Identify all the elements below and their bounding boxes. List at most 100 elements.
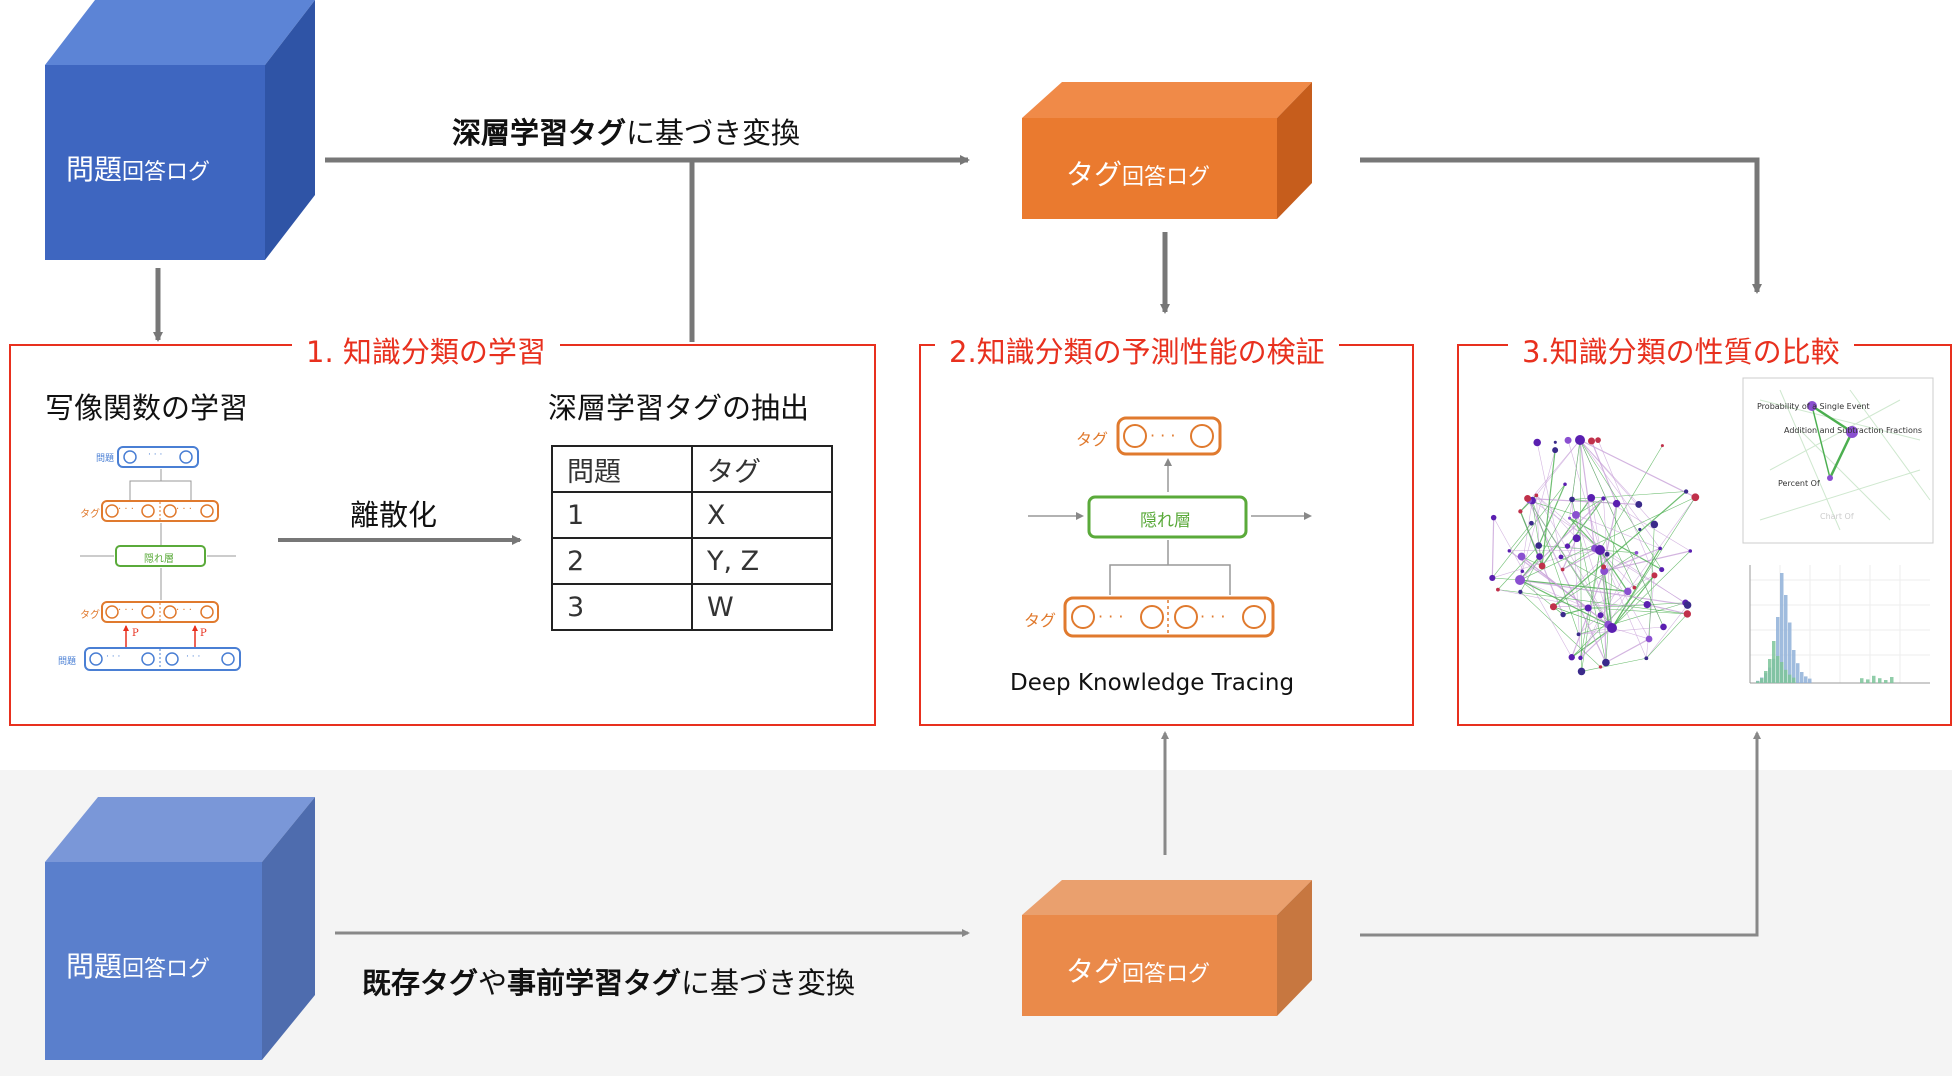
graph-edge (1536, 495, 1601, 551)
graph-node (1584, 604, 1592, 612)
graph-node (1518, 509, 1523, 514)
graph-node (1577, 667, 1586, 676)
graph-edge (1519, 496, 1696, 581)
table-row: 1 X (551, 491, 833, 539)
graph-edge (1536, 439, 1581, 496)
table-cell: 3 (551, 583, 693, 631)
table-header-tag: タグ (691, 445, 833, 493)
graph-edge (1575, 514, 1661, 549)
graph-edge (1553, 554, 1608, 607)
graph-edge (1580, 549, 1601, 658)
extraction-subtitle: 深層学習タグの抽出 (548, 391, 810, 425)
graph-node (1558, 554, 1564, 560)
graph-edge (1590, 497, 1635, 588)
section1-title: 1. 知識分類の学習 (292, 329, 560, 371)
graph-node (1634, 550, 1639, 555)
graph-edge (1571, 575, 1655, 658)
graph-node (1601, 496, 1606, 501)
bottom-tag-cube (1022, 880, 1312, 1016)
graph-edge (1553, 606, 1613, 629)
section2-frame (919, 344, 1414, 726)
graph-edge (1579, 439, 1640, 505)
graph-edge (1579, 439, 1662, 570)
graph-edge (1580, 615, 1601, 659)
mini-bottom-problem-label: 問題 (58, 657, 77, 667)
graph-node (1560, 567, 1565, 572)
graph-edge (1571, 439, 1581, 500)
graph-node (1575, 435, 1585, 445)
graph-node (1660, 444, 1664, 448)
graph-node (1576, 632, 1581, 637)
graph-edge (1567, 440, 1601, 551)
graph-edge (1646, 604, 1688, 659)
graph-node (1552, 447, 1559, 454)
graph-edge (1519, 498, 1604, 581)
histogram-bar (1780, 573, 1784, 683)
mini-p-label-right: P (200, 628, 207, 639)
bottom-tag-to-section3-arrow (1360, 731, 1761, 937)
table-header-row: 問題 タグ (551, 445, 833, 493)
mini-tag-label-upper: タグ (80, 509, 100, 520)
graph-edge (1520, 591, 1601, 668)
table-cell: Y, Z (691, 537, 833, 585)
graph-edge (1597, 440, 1655, 576)
table-header-problem: 問題 (551, 445, 693, 493)
graph-edge (1579, 439, 1582, 672)
graph-edge (1599, 445, 1663, 551)
graph-node (1515, 575, 1525, 585)
bottom-band-background (0, 770, 1952, 1076)
mini-bottom-dots: · · · (106, 652, 121, 662)
graph-edge (1571, 499, 1581, 658)
histogram-bar (1804, 676, 1808, 683)
graph-edge (1602, 566, 1607, 663)
histogram-bar (1768, 659, 1772, 683)
mini-p-label-left: P (132, 628, 139, 639)
graph-edge (1569, 517, 1663, 571)
graph-node (1517, 552, 1526, 561)
zoom-label-2: Addition and Subtraction Fractions (1784, 426, 1923, 435)
zoom-panel (1742, 377, 1934, 544)
histogram-bar (1764, 671, 1768, 683)
dkt-caption: Deep Knowledge Tracing (1010, 670, 1295, 696)
histogram-bar (1784, 595, 1788, 683)
graph-edge (1497, 545, 1539, 590)
histogram-bar (1866, 679, 1870, 683)
bottom-source-cube (45, 797, 315, 1060)
graph-node (1529, 520, 1534, 526)
graph-node (1535, 542, 1543, 549)
histogram-bar (1890, 677, 1894, 683)
graph-edge (1581, 657, 1647, 672)
histogram-bar (1808, 678, 1812, 683)
graph-edge (1599, 549, 1629, 592)
graph-node (1588, 437, 1596, 445)
graph-edge (1578, 602, 1686, 635)
graph-edge (1553, 491, 1687, 608)
graph-node (1524, 495, 1532, 502)
table-cell: 2 (551, 537, 693, 585)
graph-node (1520, 569, 1525, 574)
graph-node (1683, 489, 1689, 494)
graph-edge (1553, 552, 1637, 607)
graph-edge (1519, 579, 1628, 592)
mini-top-dots: · · · (148, 450, 163, 460)
graph-edge (1647, 604, 1688, 615)
graph-edge (1605, 638, 1650, 664)
histogram-bar (1884, 680, 1888, 683)
histogram-bar (1792, 650, 1796, 683)
histogram-bar (1760, 678, 1764, 683)
graph-node (1564, 543, 1571, 549)
histogram-bar (1792, 677, 1796, 683)
section2-title: 2.知識分類の予測性能の検証 (935, 329, 1339, 371)
graph-edge (1562, 549, 1601, 571)
graph-edge (1519, 579, 1609, 626)
graph-node (1578, 655, 1583, 661)
graph-node (1560, 611, 1566, 618)
graph-node (1660, 623, 1667, 631)
graph-edge (1491, 517, 1495, 578)
mini-tag-dots-upper-2: · · · (176, 504, 192, 515)
mini-top-problem-label: 問題 (96, 454, 115, 464)
graph-edge (1520, 499, 1573, 593)
graph-node (1568, 516, 1572, 520)
section3-title: 3.知識分類の性質の比較 (1508, 329, 1854, 371)
mini-hidden-label: 隠れ層 (144, 554, 174, 565)
